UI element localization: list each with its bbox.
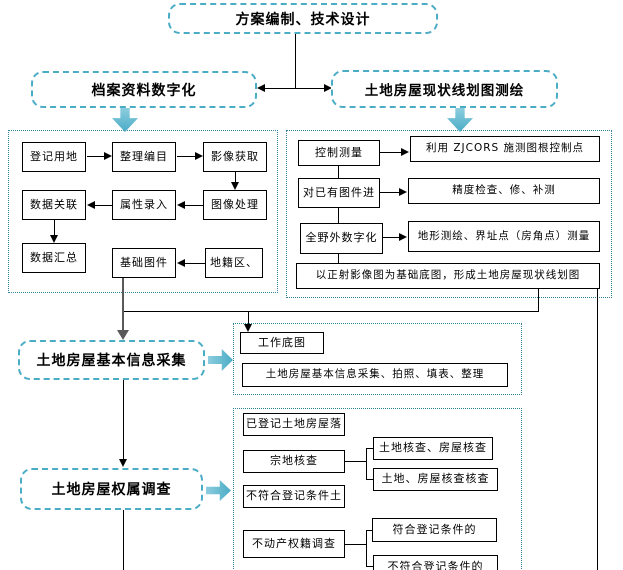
node-real-estate-survey: 不动产权籍调查 <box>243 530 345 558</box>
connector <box>345 544 366 545</box>
connector <box>185 205 203 206</box>
info-detail-container <box>233 323 522 395</box>
arrowhead-right <box>399 188 407 196</box>
block-arrow-right-ownership <box>206 480 231 501</box>
archive-detail-container <box>8 130 278 293</box>
node-existing-maps: 对已有图件进 <box>298 178 380 208</box>
node-land-house-check: 土地核查、房屋核查 <box>373 437 493 460</box>
connector <box>95 205 112 206</box>
node-precision-check: 精度检查、修、补测 <box>408 178 600 204</box>
node-work-base-map: 工作底图 <box>240 332 324 354</box>
node-ortho-base: 以正射影像图为基础底图，形成土地房屋现状线划图 <box>296 263 600 289</box>
arrowhead-into-archive <box>257 84 265 92</box>
stage-plan-design: 方案编制、技术设计 <box>168 3 438 34</box>
node-register-land: 登记用地 <box>22 142 86 172</box>
connector <box>366 566 373 567</box>
connector-ownership-down <box>123 510 124 570</box>
connector <box>54 220 55 236</box>
stage-archive-digitization: 档案资料数字化 <box>31 71 257 108</box>
node-catalog: 整理编目 <box>112 142 176 172</box>
node-control-survey: 控制测量 <box>298 140 380 166</box>
node-cadastral-zone: 地籍区、 <box>205 248 263 278</box>
node-image-acquire: 影像获取 <box>203 142 267 172</box>
connector <box>338 166 339 178</box>
arrowhead-left <box>87 201 95 209</box>
node-zjcors: 利用 ZJCORS 施测图根控制点 <box>410 136 600 162</box>
block-arrow-right-info <box>208 349 233 371</box>
node-attribute-entry: 属性录入 <box>112 190 176 220</box>
connector <box>345 461 366 462</box>
block-arrow-down-archive <box>112 108 138 132</box>
connector-merge <box>123 311 539 312</box>
connector <box>383 237 401 238</box>
connector <box>366 530 367 567</box>
node-image-process: 图像处理 <box>203 190 267 220</box>
connector <box>87 156 105 157</box>
node-not-qualified: 不符合登记条件的 <box>373 555 498 570</box>
connector <box>185 263 205 264</box>
connector-to-workmap <box>248 311 249 325</box>
node-land-house-check2: 土地、房屋核查核查 <box>373 468 498 491</box>
connector <box>338 254 339 263</box>
node-terrain-survey: 地形测绘、界址点（房角点）测量 <box>408 221 600 252</box>
arrowhead-right <box>399 233 407 241</box>
connector <box>366 448 367 480</box>
node-registered: 已登记土地房屋落 <box>243 413 345 436</box>
node-qualified: 符合登记条件的 <box>372 518 497 542</box>
arrowhead-down <box>119 459 127 467</box>
arrowhead-left <box>177 201 185 209</box>
arrowhead-right <box>401 148 409 156</box>
stage-linework-mapping: 土地房屋现状线划图测绘 <box>331 70 558 108</box>
node-collect-steps: 土地房屋基本信息采集、拍照、填表、整理 <box>242 363 508 387</box>
block-arrow-down-linework <box>447 108 473 132</box>
linework-detail-container <box>286 130 612 298</box>
node-data-link: 数据关联 <box>22 190 86 220</box>
node-not-qualified-land: 不符合登记条件土 <box>243 485 345 508</box>
connector <box>235 172 236 184</box>
connector <box>366 530 372 531</box>
arrowhead-down <box>231 182 239 190</box>
node-data-summary: 数据汇总 <box>22 243 86 273</box>
connector <box>380 152 403 153</box>
connector <box>177 156 196 157</box>
arrowhead-right <box>104 152 112 160</box>
arrowhead-down-gray <box>117 330 129 340</box>
connector <box>366 479 373 480</box>
connector-archive-output <box>122 278 124 331</box>
arrowhead-right <box>195 152 203 160</box>
connector <box>338 208 339 223</box>
stage-ownership-survey: 土地房屋权属调查 <box>20 468 203 510</box>
node-base-maps: 基础图件 <box>112 248 176 278</box>
arrowhead-into-linework <box>324 84 332 92</box>
arrowhead-down <box>244 324 252 332</box>
connector-info-to-ownership <box>123 380 124 460</box>
connector <box>366 448 373 449</box>
connector-linework-output <box>538 289 539 312</box>
connector <box>380 192 401 193</box>
connector-right-bypass <box>597 289 598 570</box>
node-field-digitize: 全野外数字化 <box>300 223 383 254</box>
arrowhead-left <box>177 259 185 267</box>
ownership-detail-container <box>233 408 522 570</box>
connector-level2-split <box>264 88 328 89</box>
arrowhead-down <box>50 235 58 243</box>
node-parcel-check: 宗地核查 <box>243 450 345 473</box>
stage-info-collect: 土地房屋基本信息采集 <box>18 340 205 380</box>
connector-plan-down <box>295 34 296 88</box>
